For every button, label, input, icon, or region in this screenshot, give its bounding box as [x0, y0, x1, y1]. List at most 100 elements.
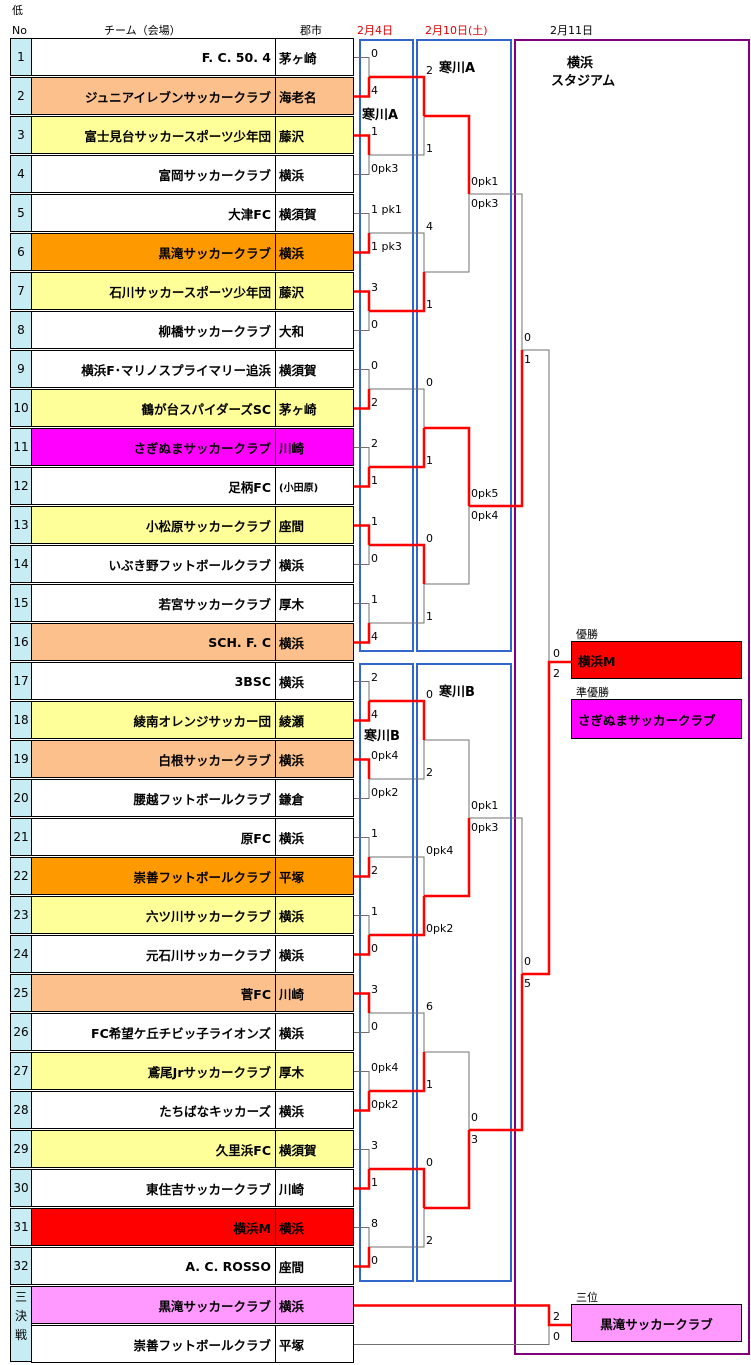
match-score: 2 — [426, 766, 433, 779]
team-city: 平塚 — [275, 857, 354, 895]
round2-date: 2月10日(土) — [425, 24, 488, 37]
team-city: 横浜 — [275, 1286, 354, 1324]
team-city: 横浜 — [275, 623, 354, 661]
team-name: 腰越フットボールクラブ — [31, 779, 276, 817]
venue-label-r2-b: 寒川B — [439, 685, 475, 700]
team-city: 横浜 — [275, 935, 354, 973]
r1-match-bracket — [354, 1071, 370, 1111]
team-city: 座間 — [275, 506, 354, 544]
team-name: いぶき野フットボールクラブ — [31, 545, 276, 583]
team-number: 2 — [10, 77, 32, 115]
team-name: 崇善フットボールクラブ — [31, 857, 276, 895]
match-score: 0 — [371, 317, 378, 331]
match-score: 0 — [426, 376, 433, 389]
team-name: 黒滝サッカークラブ — [31, 233, 276, 271]
team-city: 藤沢 — [275, 272, 354, 310]
r1-match-bracket — [354, 291, 370, 331]
r1-match-bracket — [354, 759, 370, 799]
r1-winner-line — [354, 134, 371, 155]
semi-winner-line — [469, 974, 524, 1132]
r1-winner-line — [354, 233, 371, 254]
team-city: 厚木 — [275, 1052, 354, 1090]
r2-winner-line — [369, 896, 426, 937]
r1-winner-line — [354, 623, 371, 644]
match-score: 1 — [426, 142, 433, 155]
venue-box-r1-a — [359, 39, 414, 652]
final-winner-line — [522, 660, 571, 976]
team-city: 海老名 — [275, 77, 354, 115]
team-city: 横須賀 — [275, 1130, 354, 1168]
r1-match-bracket — [354, 447, 370, 487]
team-name: 富士見台サッカースポーツ少年団 — [31, 116, 276, 154]
r2-winner-line — [369, 1052, 426, 1093]
round1-date: 2月4日 — [357, 24, 393, 37]
team-name: FC希望ケ丘チビッ子ライオンズ — [31, 1013, 276, 1051]
venue-label-r2-a: 寒川A — [439, 61, 476, 76]
team-city: 川崎 — [275, 428, 354, 466]
match-score: 0 — [524, 955, 531, 968]
third-match-bracket — [354, 1305, 550, 1345]
team-city: 横浜 — [275, 1208, 354, 1246]
r2-winner-line — [369, 1167, 426, 1208]
r3-winner-line — [424, 426, 471, 506]
third-place-label-char: 決 — [14, 1309, 27, 1323]
match-score: 3 — [371, 280, 378, 294]
team-name: 若宮サッカークラブ — [31, 584, 276, 622]
match-score: 0pk2 — [426, 922, 454, 935]
match-score: 8 — [371, 1216, 378, 1230]
r1-winner-line — [354, 77, 371, 98]
match-score: 0 — [371, 1019, 378, 1033]
team-city: 鎌倉 — [275, 779, 354, 817]
r1-match-bracket — [354, 57, 370, 97]
champion-label: 優勝 — [576, 628, 598, 641]
team-city: 横浜 — [275, 155, 354, 193]
r1-match-bracket — [354, 213, 370, 253]
match-score: 2 — [426, 1234, 433, 1247]
match-score: 1 — [371, 826, 378, 840]
team-name: 石川サッカースポーツ少年団 — [31, 272, 276, 310]
r2-winner-line — [369, 543, 426, 584]
match-score: 2 — [371, 863, 378, 877]
r1-match-bracket — [354, 993, 370, 1033]
team-city: 平塚 — [275, 1325, 354, 1363]
team-name: 鳶尾Jrサッカークラブ — [31, 1052, 276, 1090]
r2-winner-line — [369, 699, 426, 740]
match-score: 0pk4 — [371, 748, 399, 762]
r3-match-bracket — [424, 1051, 470, 1209]
final-venue-box — [514, 39, 750, 1355]
match-score: 5 — [524, 977, 531, 990]
r1-match-bracket — [354, 1227, 370, 1267]
team-name: 菅FC — [31, 974, 276, 1012]
match-score: 3 — [471, 1133, 478, 1146]
r1-match-bracket — [354, 915, 370, 955]
r1-winner-line — [354, 935, 371, 956]
team-city: 横浜 — [275, 545, 354, 583]
third-place-label-char: 三 — [14, 1290, 27, 1304]
r1-match-bracket — [354, 837, 370, 877]
team-city: 座間 — [275, 1247, 354, 1285]
match-score: 6 — [426, 1000, 433, 1013]
table-row: 崇善フットボールクラブ平塚 — [10, 1325, 354, 1363]
match-score: 0 — [471, 1111, 478, 1124]
team-name: 綾南オレンジサッカー団 — [31, 701, 276, 739]
final-date: 2月11日 — [550, 24, 593, 37]
r2-winner-line — [369, 428, 426, 469]
team-name: ジュニアイレブンサッカークラブ — [31, 77, 276, 115]
table-row: 黒滝サッカークラブ横浜 — [10, 1286, 354, 1324]
